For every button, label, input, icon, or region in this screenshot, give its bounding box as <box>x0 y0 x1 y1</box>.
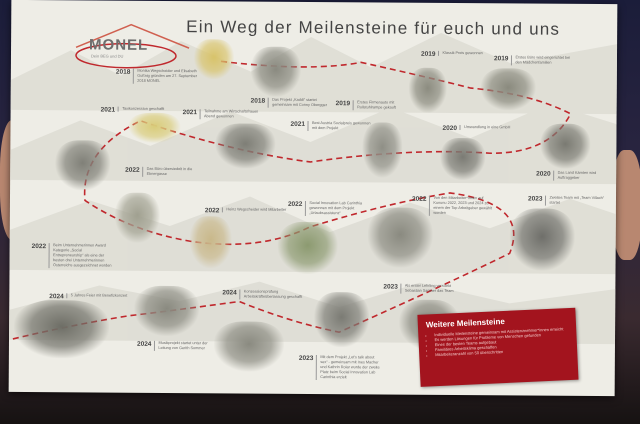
milestone-year: 2021 <box>182 109 198 117</box>
milestone-text: Beim Unternehmerinnen Award Kategorie „S… <box>48 243 114 269</box>
lightbulb-illustration <box>193 39 235 80</box>
milestone-text: 5 Jahres Feier mit Benefizkonzert <box>66 293 128 299</box>
milestone-year: 2022 <box>125 166 140 174</box>
milestone-text: Teilnahme am Wirtschaftsfrauen Abend gew… <box>200 109 265 120</box>
milestone-year: 2024 <box>222 289 237 297</box>
milestone-text: Social Innovation Lab Carinthia gewonnen… <box>305 200 370 217</box>
milestone-year: 2019 <box>420 50 436 58</box>
milestone-text: Mit dem Projekt „Let's talk about sex“ -… <box>316 355 381 381</box>
milestone-year: 2023 <box>383 283 398 291</box>
milestone-text: Als erster Lehrling verstärkt Sebastian … <box>400 283 465 295</box>
medal-illustration <box>408 67 447 113</box>
milestone-year: 2024 <box>136 340 152 348</box>
milestone-text: Das Büro übersiedelt in die Ebnergasse <box>142 166 207 178</box>
milestone-year: 2023 <box>527 195 543 203</box>
taxi-illustration <box>128 112 181 144</box>
further-milestones-box: Weitere Meilensteine Individuelle Meilen… <box>417 307 579 387</box>
women-high-five-illustration <box>250 46 302 97</box>
milestone-text: Das Projekt „Kaddi“ startet gemeinsam mi… <box>268 97 333 109</box>
milestone-year: 2018 <box>250 97 266 105</box>
milestone-year: 2019 <box>335 100 351 108</box>
milestone-year: 2018 <box>115 68 131 76</box>
poster-title: Ein Weg der Meilensteine für euch und un… <box>186 17 561 39</box>
milestone-text: Taxikonzession geschafft <box>118 106 165 112</box>
milestone-year: 2022 <box>31 243 47 251</box>
milestone-year: 2020 <box>536 170 551 178</box>
drums-illustration <box>134 285 200 337</box>
milestone-year: 2023 <box>298 354 314 363</box>
milestone-year: 2021 <box>290 120 306 128</box>
milestone-text: Heinz Wegscheider wird Mitarbeiter <box>222 207 287 213</box>
signing-hand-illustration <box>540 123 591 169</box>
celebration-illustration <box>13 299 110 359</box>
laptop-illustration <box>55 140 111 191</box>
award-ribbon-illustration <box>362 122 403 178</box>
milestone-year: 2022 <box>204 207 220 215</box>
wheelchair-illustration <box>313 292 370 348</box>
monel-logo <box>75 23 190 69</box>
milestone-text: Klassik Preis gewonnen <box>438 50 483 57</box>
beach-illustration <box>277 221 338 275</box>
portrait-illustration <box>189 216 232 269</box>
milestone-text: Monika Wegscheider und Elisabeth Gußnig … <box>133 68 198 85</box>
logo-name: MONEL <box>89 36 149 54</box>
gavel-books-illustration <box>440 137 486 181</box>
meeting-table-illustration <box>215 123 276 169</box>
milestone-text: Von den Mitarbeiter*innen auf Kununu 202… <box>429 195 494 217</box>
milestone-year: 2020 <box>442 124 457 133</box>
right-hand <box>612 150 640 260</box>
van-illustration <box>336 57 391 95</box>
milestone-text: Erstes Büro wird eingerichtet bei den Mä… <box>511 55 576 66</box>
logo-subtitle: Dein BEG und DU <box>90 53 124 59</box>
milestone-year: 2021 <box>100 106 116 114</box>
milestone-text: Zweites Team mit „Team Villach“ startet <box>545 195 610 207</box>
trophy-illustration <box>114 192 161 243</box>
milestone-text: Das Land Kärnten wird Auftraggeber <box>553 170 617 182</box>
team-trophy-illustration <box>367 207 433 268</box>
desk-pencils-illustration <box>480 68 536 111</box>
milestone-text: Best Austria Sozialpreis gewonnen mit de… <box>307 120 373 132</box>
milestone-text: Erstes Firmenauto mit Rollstuhlrampe gek… <box>353 100 418 111</box>
further-milestones-list: Individuelle Meilensteine gemeinsam mit … <box>426 326 569 357</box>
milestone-text: Konzessionsprüfung Arbeitskräfteüberlass… <box>239 289 304 300</box>
milestone-year: 2019 <box>493 55 509 63</box>
milestone-text: Umwandlung in eine GmbH <box>459 125 511 131</box>
milestone-year: 2022 <box>287 200 303 208</box>
milestone-year: 2022 <box>411 195 427 203</box>
team-villach-illustration <box>509 208 575 271</box>
milestone-text: Musikprojekt startet unter der Leitung v… <box>154 340 219 352</box>
graduation-book-illustration <box>213 321 285 372</box>
milestone-poster: MONEL Dein BEG und DU Ein Weg der Meilen… <box>8 0 618 397</box>
